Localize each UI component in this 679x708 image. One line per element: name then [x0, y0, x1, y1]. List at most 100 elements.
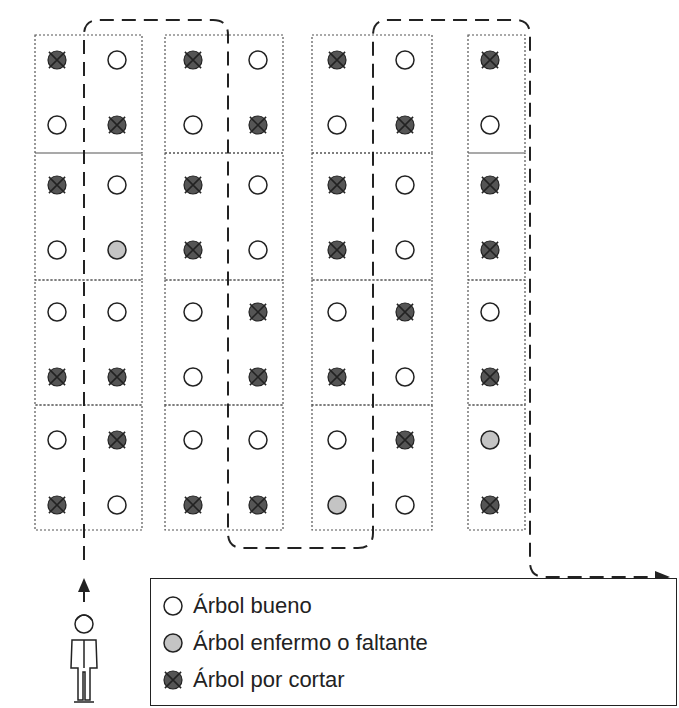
block-outline — [35, 153, 142, 280]
good-tree — [108, 303, 126, 321]
cut-cross — [185, 177, 201, 193]
block-outlines — [35, 35, 525, 530]
cut-cross — [185, 242, 201, 258]
tree-to-cut — [48, 496, 66, 514]
cut-cross — [250, 497, 266, 513]
tree-to-cut — [184, 241, 202, 259]
tree-to-cut — [48, 368, 66, 386]
good-tree — [249, 241, 267, 259]
cut-cross — [49, 369, 65, 385]
good-tree — [184, 303, 202, 321]
block-outline — [312, 153, 432, 280]
good-tree — [249, 431, 267, 449]
tree-to-cut — [396, 431, 414, 449]
block-outline — [468, 405, 525, 530]
good-tree — [328, 116, 346, 134]
cut-cross — [49, 52, 65, 68]
tree-to-cut — [481, 368, 499, 386]
good-tree — [396, 51, 414, 69]
block-outline — [468, 280, 525, 405]
good-tree — [481, 116, 499, 134]
tree-to-cut — [328, 176, 346, 194]
cut-cross — [250, 369, 266, 385]
tree-to-cut — [328, 51, 346, 69]
cut-cross — [329, 242, 345, 258]
tree-to-cut — [481, 176, 499, 194]
cut-cross — [329, 52, 345, 68]
good-tree — [48, 431, 66, 449]
tree-to-cut — [184, 51, 202, 69]
legend-text: Árbol enfermo o faltante — [193, 630, 428, 656]
cut-cross — [482, 369, 498, 385]
good-tree — [249, 176, 267, 194]
tree-to-cut — [249, 368, 267, 386]
cut-cross — [397, 432, 413, 448]
good-tree — [184, 431, 202, 449]
tree-to-cut — [108, 116, 126, 134]
cut-cross — [482, 52, 498, 68]
good-tree — [328, 431, 346, 449]
start-arrowhead — [78, 578, 90, 592]
good-tree — [184, 116, 202, 134]
cut-cross — [49, 177, 65, 193]
tree-to-cut — [396, 116, 414, 134]
tree-to-cut — [481, 241, 499, 259]
tree-to-cut — [184, 496, 202, 514]
cut-cross — [185, 497, 201, 513]
tree-to-cut — [328, 368, 346, 386]
good-tree — [48, 303, 66, 321]
good-tree — [48, 116, 66, 134]
cut-cross — [482, 177, 498, 193]
trees — [48, 51, 499, 514]
tree-to-cut — [249, 303, 267, 321]
legend-text: Árbol por cortar — [193, 667, 345, 693]
legend-swatch — [161, 594, 185, 618]
tree-to-cut — [48, 176, 66, 194]
cut-cross — [49, 497, 65, 513]
block-outline — [165, 35, 283, 153]
cut-cross — [250, 117, 266, 133]
tree-to-cut — [328, 241, 346, 259]
cut-cross — [482, 242, 498, 258]
cut-cross — [165, 671, 181, 687]
cut-cross — [250, 304, 266, 320]
legend-entry: Árbol enfermo o faltante — [161, 624, 676, 661]
block-outline — [165, 153, 283, 280]
tree-to-cut — [396, 303, 414, 321]
tree-to-cut — [108, 368, 126, 386]
block-outline — [312, 280, 432, 405]
legend-swatch — [161, 668, 185, 692]
tree-to-cut — [184, 176, 202, 194]
tree-to-cut — [164, 671, 182, 689]
legend-swatch — [161, 631, 185, 655]
cut-cross — [397, 304, 413, 320]
block-outline — [35, 35, 142, 153]
good-tree — [108, 496, 126, 514]
block-outline — [468, 153, 525, 280]
good-tree — [396, 368, 414, 386]
good-tree — [249, 51, 267, 69]
block-outline — [165, 405, 283, 530]
legend-entry: Árbol por cortar — [161, 661, 676, 698]
good-tree — [396, 176, 414, 194]
cut-cross — [185, 52, 201, 68]
tree-to-cut — [249, 116, 267, 134]
cut-cross — [109, 117, 125, 133]
cut-cross — [482, 497, 498, 513]
good-tree — [184, 368, 202, 386]
good-tree — [108, 51, 126, 69]
legend-entry: Árbol bueno — [161, 587, 676, 624]
tree-to-cut — [48, 51, 66, 69]
good-tree — [108, 176, 126, 194]
good-tree — [328, 303, 346, 321]
person-icon — [71, 615, 97, 702]
good-tree — [396, 496, 414, 514]
sick-tree — [108, 241, 126, 259]
sick-tree — [481, 431, 499, 449]
block-outline — [35, 405, 142, 530]
good-tree — [481, 303, 499, 321]
cut-cross — [329, 369, 345, 385]
cut-cross — [329, 177, 345, 193]
sick-tree — [328, 496, 346, 514]
block-outline — [468, 35, 525, 153]
